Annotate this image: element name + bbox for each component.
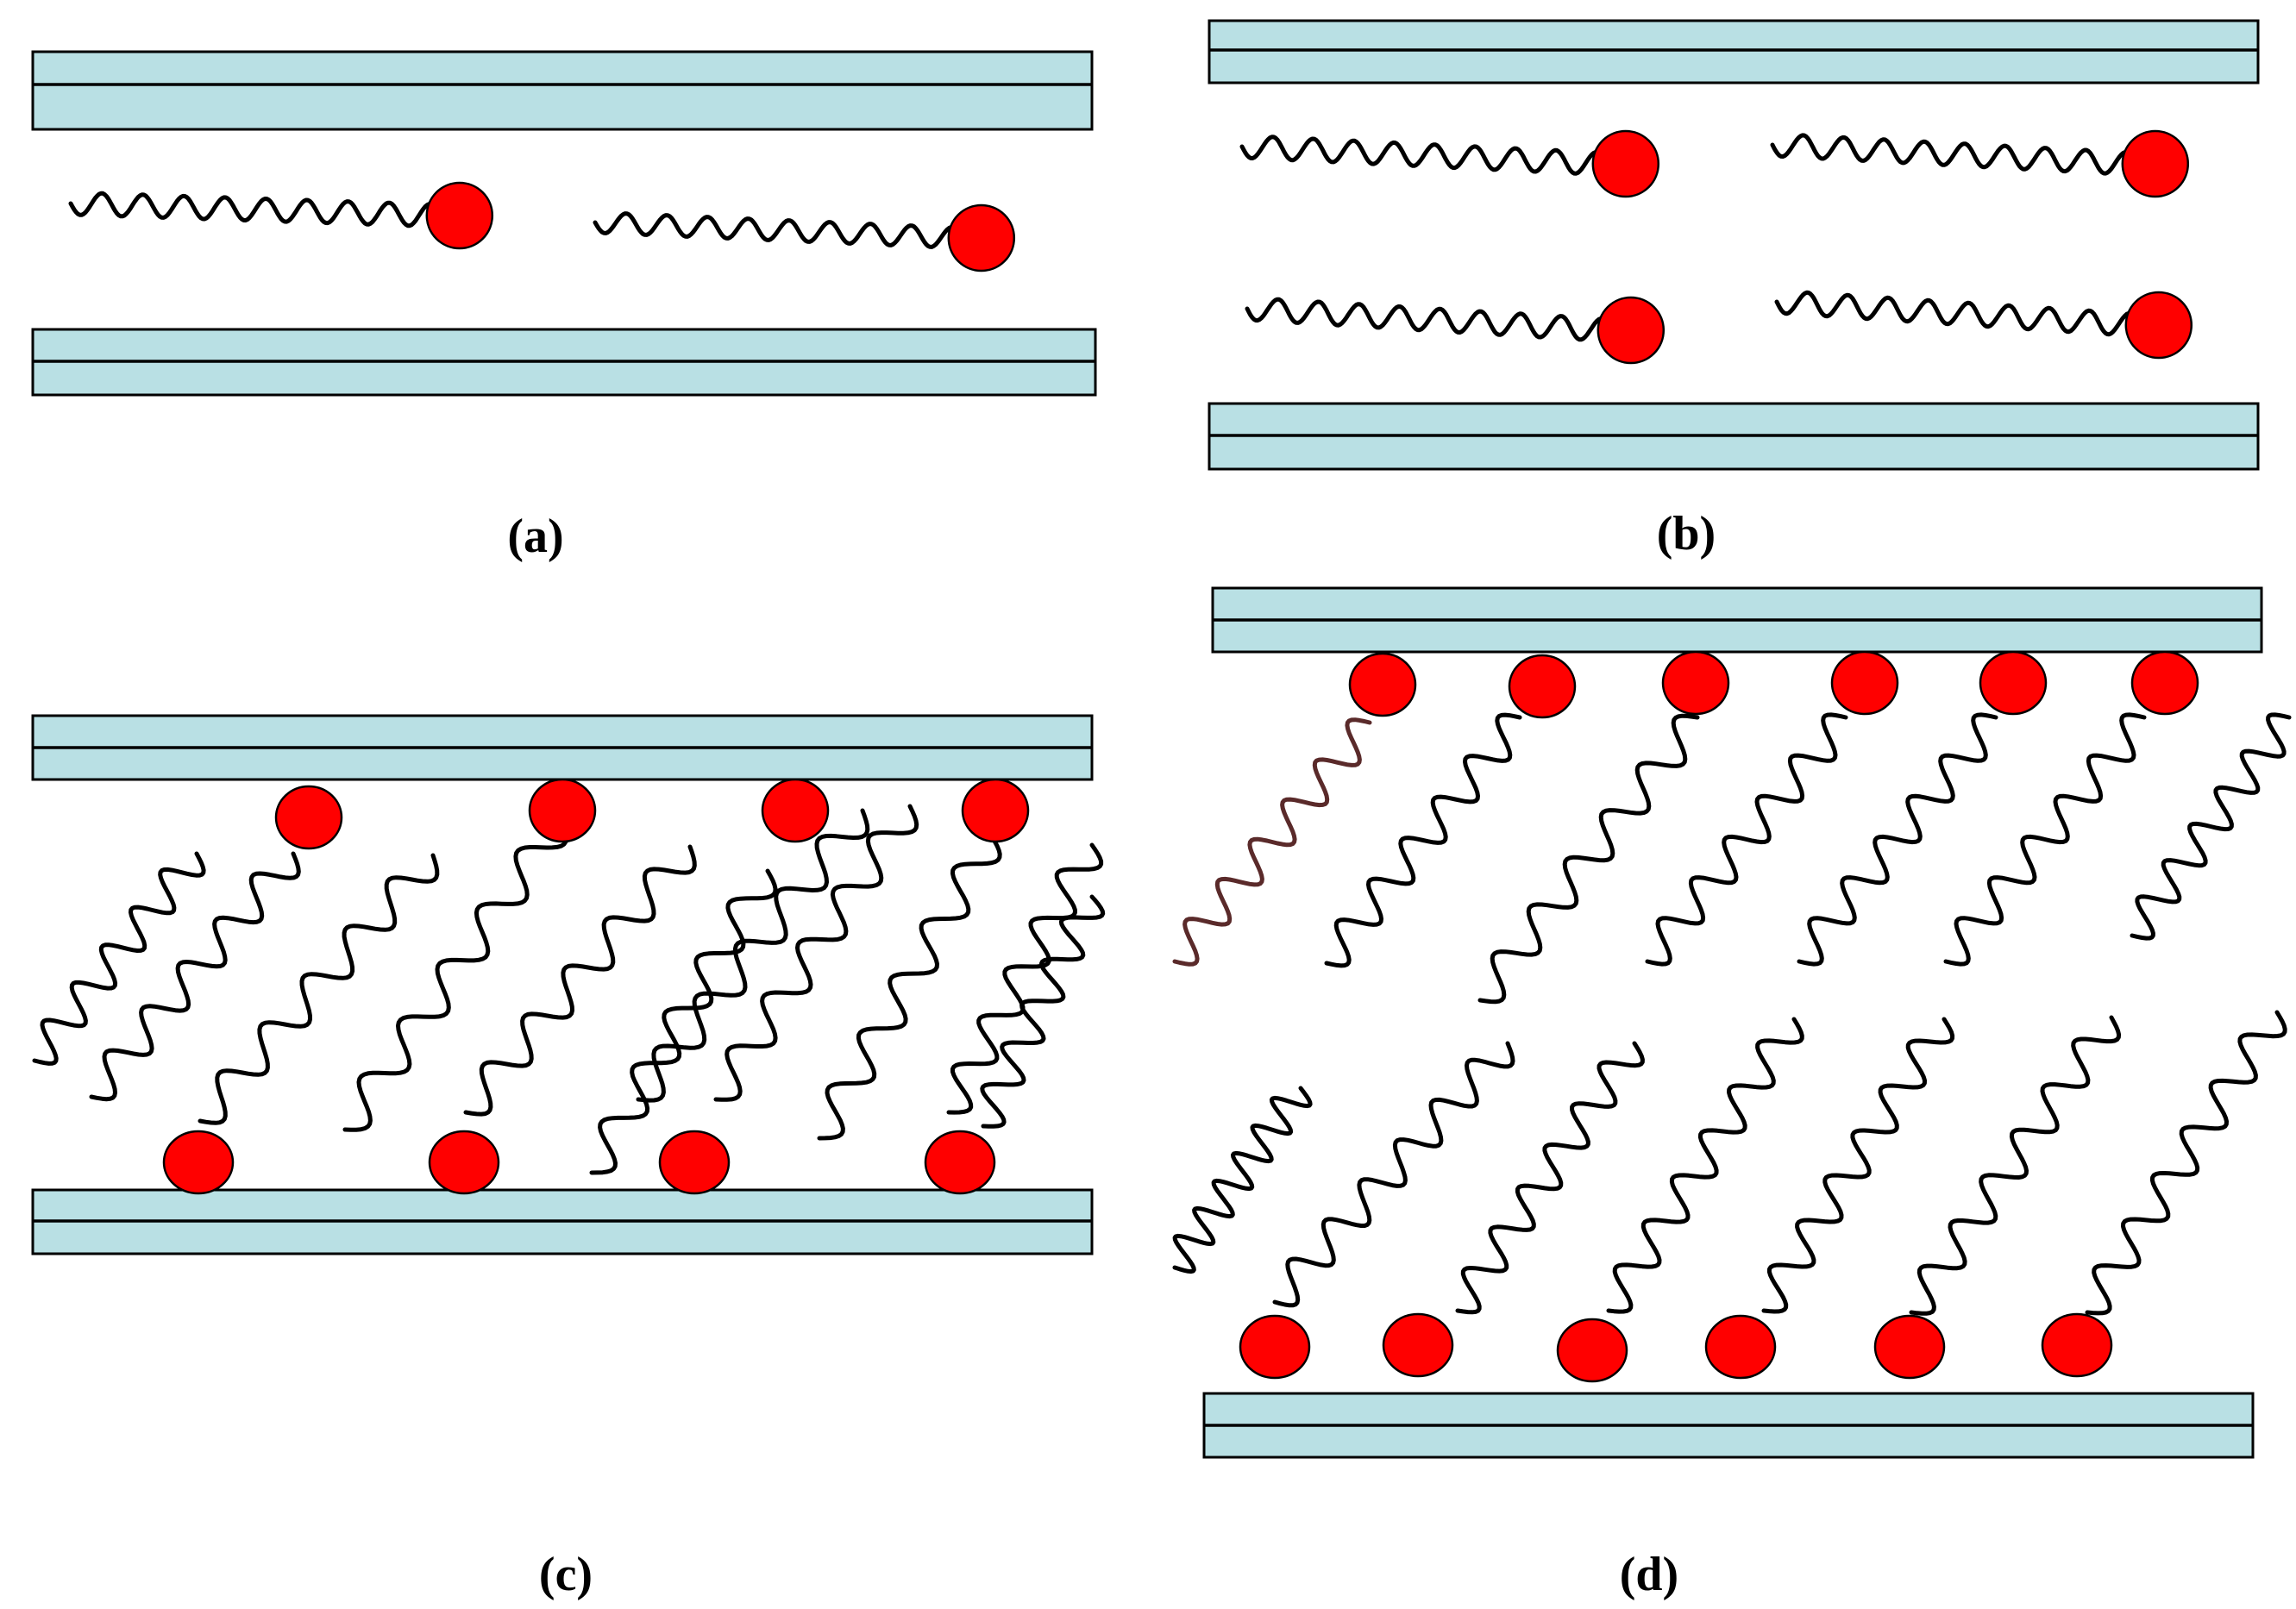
panel-c: (c) (31, 714, 1106, 1601)
polar-head (1661, 650, 1730, 716)
sheet-top (1211, 586, 2263, 654)
hydrocarbon-tail (946, 842, 1104, 1115)
hydrocarbon-tail (1477, 713, 1700, 1005)
hydrocarbon-tail (1645, 712, 1848, 967)
molecule-layer-c (32, 804, 1106, 1175)
hydrocarbon-tail (1239, 135, 1609, 176)
hydrocarbon-tail (1172, 1086, 1313, 1274)
polar-head (428, 1130, 500, 1195)
surfactant-molecule (1770, 129, 2190, 198)
hydrocarbon-tail (1245, 297, 1614, 342)
hydrocarbon-tail (1172, 717, 1372, 967)
polar-head (1830, 650, 1899, 716)
hydrocarbon-tail (1770, 133, 2138, 176)
hydrocarbon-tail (589, 868, 778, 1175)
sheet-bottom (31, 328, 1097, 397)
polar-head (1979, 650, 2048, 716)
head-layer-d (1239, 650, 2199, 1383)
polar-head (2121, 129, 2190, 198)
sheet-top (31, 50, 1094, 131)
panel-d: (d) (1172, 586, 2292, 1601)
hydrocarbon-tail (1797, 712, 1998, 967)
hydrocarbon-tail (1761, 1017, 1955, 1314)
polar-head (1556, 1318, 1628, 1383)
polar-head (2130, 650, 2199, 716)
surfactant-molecule (593, 203, 1016, 272)
hydrocarbon-tail (1774, 290, 2142, 337)
polar-head (658, 1130, 731, 1195)
polar-head (162, 1130, 235, 1195)
polar-head (425, 181, 494, 250)
polar-head (274, 785, 343, 850)
panel-a: (a) (31, 50, 1097, 563)
sheet-bottom (31, 1188, 1094, 1255)
polar-head (761, 778, 830, 843)
panel-label-d: (d) (1620, 1548, 1678, 1601)
hydrocarbon-tail (713, 804, 919, 1102)
surfactant-molecule (68, 181, 494, 250)
polar-head (1508, 654, 1577, 719)
hydrocarbon-tail (1943, 712, 2147, 967)
hydrocarbon-tail (198, 853, 440, 1125)
hydrocarbon-tail (1909, 1015, 2122, 1316)
hydrocarbon-tail (463, 844, 697, 1117)
polar-head (1704, 1314, 1777, 1380)
sheet-top (31, 714, 1094, 781)
polar-head (961, 778, 1030, 843)
polar-head (947, 203, 1016, 272)
hydrocarbon-tail (1455, 1041, 1645, 1315)
hydrocarbon-tail (2085, 1010, 2287, 1316)
hydrocarbon-tail (32, 851, 206, 1066)
surfactant-molecule (1245, 296, 1666, 365)
polar-head (1591, 129, 1660, 198)
hydrocarbon-tail (2130, 712, 2292, 941)
polar-head (1873, 1314, 1946, 1380)
hydrocarbon-tail (817, 834, 1002, 1141)
polar-head (2041, 1312, 2113, 1378)
hydrocarbon-tail (1324, 712, 1522, 968)
hydrocarbon-tail (89, 851, 301, 1102)
panel-label-a: (a) (507, 510, 563, 563)
molecule-layer-a (68, 181, 1016, 272)
polar-head (1382, 1312, 1454, 1378)
sheet-bottom (1208, 402, 2260, 471)
hydrocarbon-tail (68, 191, 442, 229)
polar-head (1348, 652, 1417, 717)
sheet-top (1208, 19, 2260, 85)
panel-b: (b) (1208, 19, 2260, 560)
polar-head (1239, 1314, 1311, 1380)
hydrocarbon-tail (1606, 1017, 1804, 1314)
hydrocarbon-tail (980, 894, 1106, 1129)
hydrocarbon-tail (342, 817, 569, 1132)
hydrocarbon-tail (636, 808, 870, 1103)
sheet-bottom (1202, 1392, 2255, 1459)
polar-head (924, 1130, 996, 1195)
hydrocarbon-tail (1272, 1041, 1515, 1308)
panel-label-c: (c) (539, 1548, 593, 1601)
polar-head (528, 778, 597, 843)
polar-head (2124, 291, 2193, 360)
head-layer-c (162, 778, 1030, 1195)
molecule-layer-d (1172, 712, 2292, 1316)
surfactant-molecule (1239, 129, 1660, 198)
molecule-layer-b (1239, 129, 2193, 365)
surfactant-molecule (1774, 290, 2193, 360)
polar-head (1597, 296, 1666, 365)
hydrocarbon-tail (593, 211, 964, 249)
panel-label-b: (b) (1657, 507, 1716, 560)
